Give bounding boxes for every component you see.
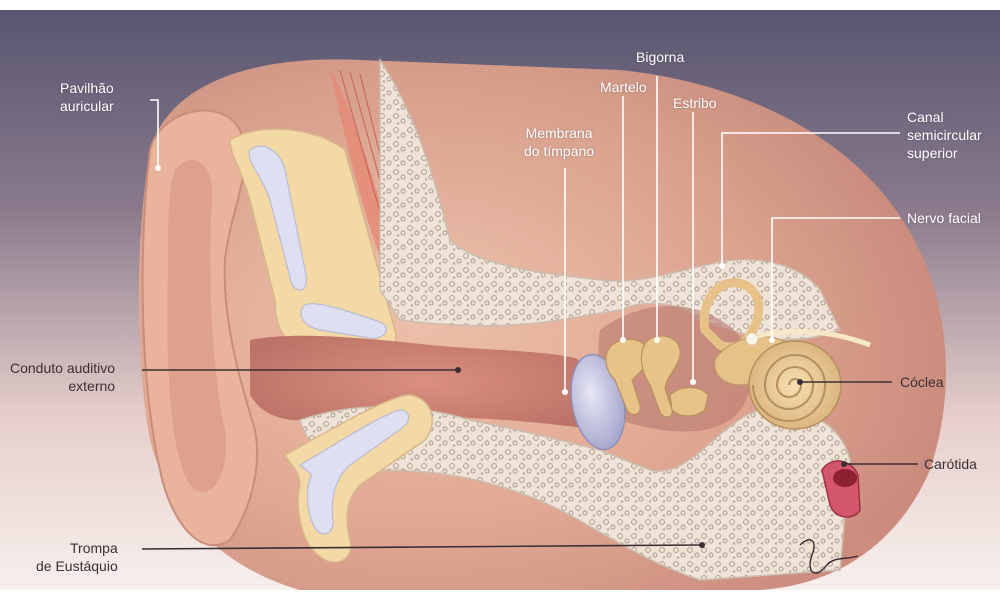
- label-membrana-do-timpano: Membrana do tímpano: [524, 124, 594, 160]
- label-martelo: Martelo: [600, 78, 647, 96]
- label-nervo-facial: Nervo facial: [907, 209, 981, 227]
- label-trompa-de-eustaquio: Trompa de Eustáquio: [36, 539, 118, 575]
- label-canal-semicircular-superior: Canal semicircular superior: [907, 108, 982, 162]
- cochlea: [749, 341, 841, 429]
- label-conduto-auditivo-externo: Conduto auditivo externo: [10, 359, 115, 395]
- label-pavilhao-auricular: Pavilhão auricular: [60, 79, 114, 115]
- label-bigorna: Bigorna: [636, 48, 684, 66]
- label-coclea: Cóclea: [900, 373, 944, 391]
- stapes: [670, 388, 708, 417]
- label-estribo: Estribo: [673, 94, 717, 112]
- label-carotida: Carótida: [924, 455, 977, 473]
